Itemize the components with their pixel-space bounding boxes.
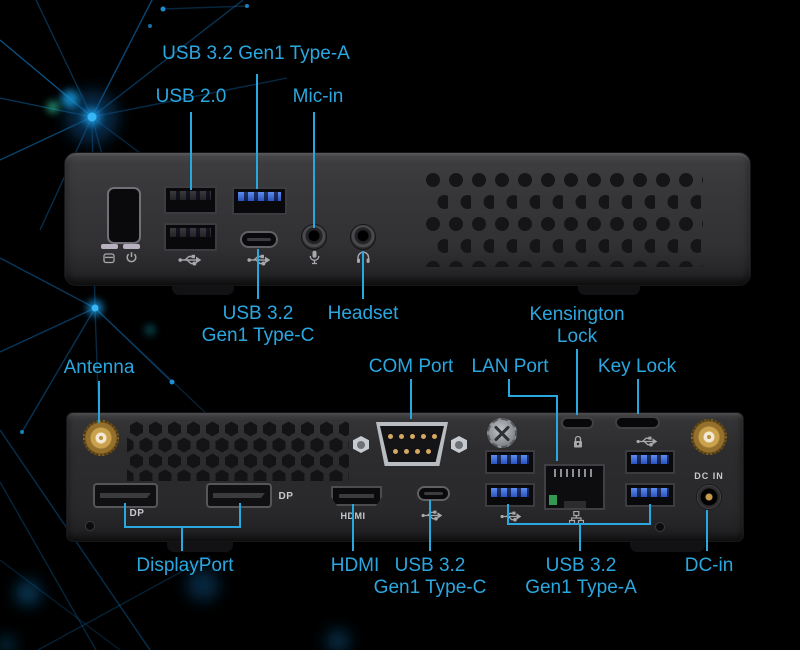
rear-usb3-port-1 [485, 450, 535, 474]
rear-vent-grille [127, 421, 349, 481]
dp2-printed-label: DP [278, 491, 294, 502]
callout-front-mic: Mic-in [292, 86, 344, 107]
callout-antenna: Antenna [63, 357, 135, 378]
rear-device-foot-right [630, 539, 705, 552]
front-device-foot-left [172, 283, 234, 295]
callout-front-usb-c: USB 3.2 Gen1 Type-C [201, 303, 315, 346]
callout-front-usb2: USB 2.0 [155, 86, 227, 107]
front-panel-device [64, 152, 751, 286]
callout-hdmi: HDMI [330, 555, 380, 576]
callout-dc-in: DC-in [684, 555, 734, 576]
front-usb-c-port [240, 231, 278, 248]
antenna-connector-right [691, 419, 727, 455]
callout-kensington: Kensington Lock [529, 304, 625, 347]
callout-front-usb-a: USB 3.2 Gen1 Type-A [162, 43, 350, 64]
callout-front-headset: Headset [327, 303, 399, 324]
lan-port-rj45 [544, 464, 605, 510]
kensington-lock-slot [561, 417, 594, 429]
rear-device-foot-left [167, 539, 233, 552]
antenna-connector-left [83, 420, 119, 456]
usb-icon [636, 436, 658, 447]
callout-com-port: COM Port [368, 356, 454, 377]
power-led [123, 244, 140, 249]
com-screw-left [353, 436, 369, 453]
hdd-icon [103, 253, 115, 264]
callout-rear-usb-a: USB 3.2 Gen1 Type-A [525, 555, 637, 598]
front-usb3-port [232, 187, 287, 215]
rear-usb3-port-2 [485, 483, 535, 507]
power-icon [126, 252, 137, 263]
callout-displayport: DisplayPort [136, 555, 234, 576]
callout-rear-usb-c: USB 3.2 Gen1 Type-C [373, 555, 487, 598]
callout-key-lock: Key Lock [597, 356, 677, 377]
front-vent-grille [425, 171, 703, 267]
front-device-foot-right [578, 283, 640, 295]
callout-lan-port: LAN Port [471, 356, 549, 377]
com-port-db9 [376, 422, 448, 466]
rear-usb-c-port [417, 486, 450, 501]
rear-panel-device: DP DP HDMI [66, 412, 744, 542]
panel-screw [655, 522, 665, 532]
power-button [107, 187, 141, 244]
front-usb2-port-top [164, 186, 217, 214]
front-usb2-port-bottom [164, 223, 217, 251]
rear-usb3-port-4 [625, 483, 675, 507]
thumbscrew [487, 418, 517, 448]
dp1-printed-label: DP [129, 508, 145, 519]
key-lock-slot [615, 416, 660, 429]
headset-jack [350, 224, 376, 250]
hdmi-port [331, 486, 382, 506]
dc-in-jack [696, 484, 722, 510]
hdd-led [101, 244, 118, 249]
com-screw-right [451, 436, 467, 453]
kensington-lock-icon [574, 435, 582, 448]
microphone-icon [309, 250, 320, 265]
dc-in-printed-label: DC IN [694, 471, 724, 481]
panel-screw [85, 521, 95, 531]
rear-usb3-port-3 [625, 450, 675, 474]
usb-icon [178, 254, 202, 266]
